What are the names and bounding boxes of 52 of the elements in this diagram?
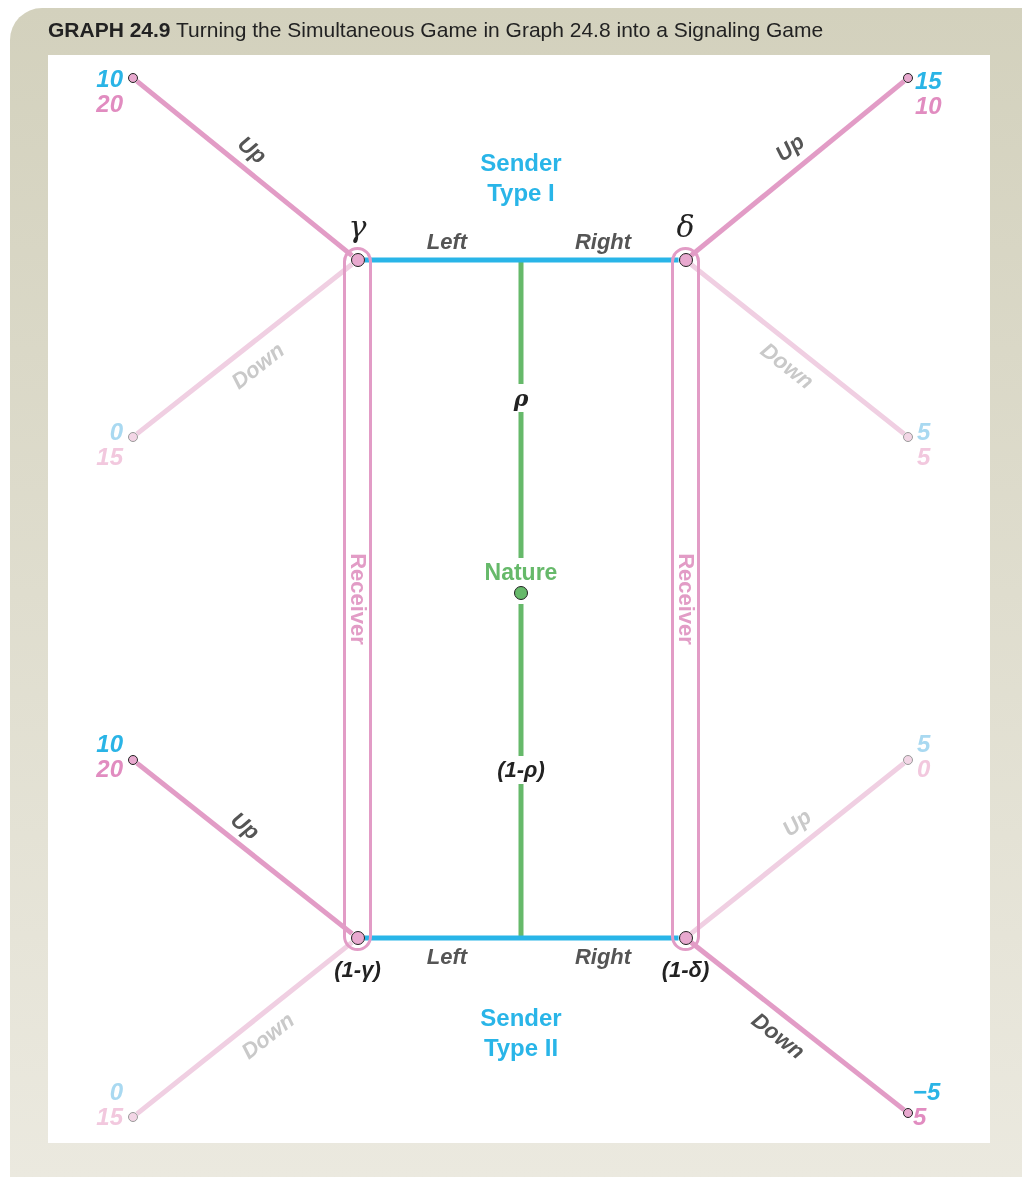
payoff-value: 5: [917, 731, 931, 756]
payoff-value: 15: [915, 68, 942, 93]
payoff-value: 5: [917, 419, 931, 444]
edge-label: Right: [573, 943, 633, 971]
terminal-node: [903, 73, 913, 83]
belief-label: (1-γ): [334, 957, 381, 983]
game-branch: [689, 262, 906, 436]
edge-label: ρ: [511, 384, 531, 412]
game-branch: [135, 761, 354, 936]
figure-title: GRAPH 24.9 Turning the Simultaneous Game in Graph 24.8 into a Signaling Game: [48, 18, 824, 42]
game-branch: [135, 79, 354, 258]
game-branch: [364, 257, 521, 263]
game-branch: [135, 262, 354, 436]
payoff-value: 10: [915, 93, 942, 118]
game-branch: [689, 79, 906, 258]
edge-label: Left: [425, 228, 469, 256]
payoff-value: 0: [109, 1079, 123, 1104]
belief-label: (1-δ): [661, 957, 710, 983]
terminal-node: [903, 1108, 913, 1118]
edge-label: (1-ρ): [495, 756, 547, 784]
game-branch: [689, 761, 906, 936]
payoff-value: 0: [109, 419, 123, 444]
payoff-value: 20: [96, 91, 123, 116]
terminal-node: [128, 432, 138, 442]
belief-label: γ: [348, 208, 367, 244]
terminal-node: [128, 755, 138, 765]
information-set: [671, 247, 700, 951]
payoff-value: 10: [96, 66, 123, 91]
game-branch: [689, 940, 906, 1112]
game-branch: [521, 935, 679, 941]
edge-label: Right: [573, 228, 633, 256]
terminal-node: [128, 1112, 138, 1122]
terminal-node: [903, 432, 913, 442]
game-branch: [521, 257, 679, 263]
payoff-value: 20: [96, 756, 123, 781]
terminal-node: [128, 73, 138, 83]
game-branch: [364, 935, 521, 941]
game-branch: [518, 604, 524, 938]
payoff-value: −5: [913, 1079, 941, 1104]
edge-label: Up: [225, 805, 266, 847]
payoff-value: 5: [913, 1104, 927, 1129]
edge-label: Up: [769, 127, 810, 169]
terminal-node: [903, 755, 913, 765]
player-label: Sender Type I: [479, 148, 563, 208]
player-label: Sender Type II: [479, 1003, 563, 1063]
edge-label: Left: [425, 943, 469, 971]
game-branch: [518, 260, 524, 558]
information-set: [343, 247, 372, 951]
game-branch: [135, 940, 354, 1116]
edge-label: Up: [232, 129, 273, 171]
belief-label: δ: [676, 208, 695, 244]
payoff-value: 10: [96, 731, 123, 756]
